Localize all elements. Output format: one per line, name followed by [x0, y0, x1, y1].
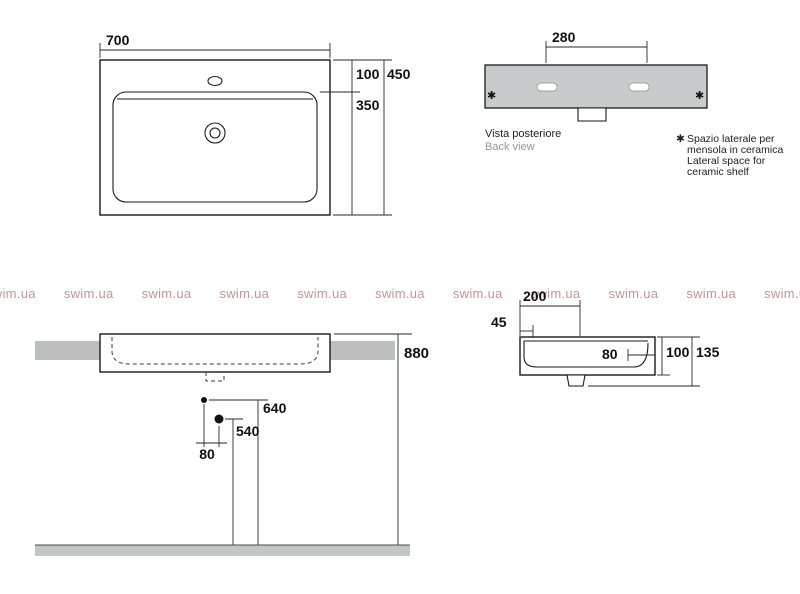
dim-label-total-depth: 450	[387, 66, 411, 82]
caption-italian: Vista posteriore	[485, 128, 561, 140]
dim-label-upper-hole-height: 640	[263, 400, 287, 416]
dim-200: 200	[519, 288, 581, 336]
dim-45: 45	[491, 314, 534, 340]
dim-label-wall-to-drain: 200	[523, 288, 547, 304]
dim-label-width: 700	[106, 32, 130, 48]
drain-outlet-side	[566, 374, 586, 387]
drain-dashed	[205, 372, 225, 382]
dim-280: 280	[545, 29, 648, 63]
floor-slab	[35, 545, 410, 556]
dim-label-holes-spacing: 280	[552, 29, 576, 45]
lateral-space-mark-right: ✱	[695, 90, 704, 102]
dim-width-700: 700	[99, 32, 331, 58]
lateral-space-note: ✱ Spazio laterale per mensola in ceramic…	[676, 133, 783, 178]
basin-outline	[112, 91, 318, 203]
side-view: 200 45 80	[491, 288, 720, 387]
dim-label-rim-height: 880	[404, 345, 429, 362]
mount-slot-left	[536, 82, 558, 92]
drain-outer-circle	[204, 122, 226, 144]
lower-hole-dot	[214, 414, 224, 424]
drain-outlet-back	[577, 107, 607, 122]
basin-profile-side	[523, 341, 649, 368]
dim-640: 640	[209, 399, 287, 545]
sink-outline-side	[519, 336, 656, 376]
dim-label-back-to-basin: 100	[356, 66, 380, 82]
dim-80-offset: 80	[196, 404, 227, 462]
backplate	[484, 64, 708, 109]
dim-880: 880	[334, 333, 429, 546]
note-it-line2: mensola in ceramica	[687, 144, 783, 156]
note-symbol: ✱	[676, 133, 685, 145]
dim-80-front: 80	[602, 346, 655, 362]
note-it-line1: Spazio laterale per	[687, 133, 775, 145]
ceramic-shelf-right	[330, 341, 395, 360]
dim-label-total-height: 135	[696, 344, 720, 360]
dim-label-lower-hole-height: 540	[236, 423, 260, 439]
lateral-space-mark-left: ✱	[487, 90, 496, 102]
dim-label-holes-offset: 80	[199, 446, 215, 462]
note-en-line2: ceramic shelf	[687, 166, 749, 178]
dim-depths: 100 450 350	[320, 59, 411, 216]
dim-label-basin-depth: 350	[356, 97, 380, 113]
caption-english: Back view	[485, 141, 535, 153]
dim-label-front-depth: 80	[602, 346, 618, 362]
top-view: 700 100 450 350	[99, 32, 411, 216]
sink-outline-front	[99, 333, 331, 373]
back-view: 280 ✱ ✱ Vista posteriore Back view ✱ Spa…	[484, 29, 783, 178]
dim-540: 540	[225, 418, 260, 545]
front-view: 880 640 540 80	[35, 333, 429, 556]
faucet-hole	[207, 75, 223, 87]
upper-hole-dot	[201, 397, 207, 403]
note-en-line1: Lateral space for	[687, 155, 766, 167]
dim-label-back-offset: 45	[491, 314, 507, 330]
drain-inner-circle	[209, 127, 221, 139]
dim-100-135: 100 135	[588, 336, 720, 387]
ceramic-shelf-left	[35, 341, 100, 360]
dim-label-body-height: 100	[666, 344, 690, 360]
mount-slot-right	[628, 82, 650, 92]
